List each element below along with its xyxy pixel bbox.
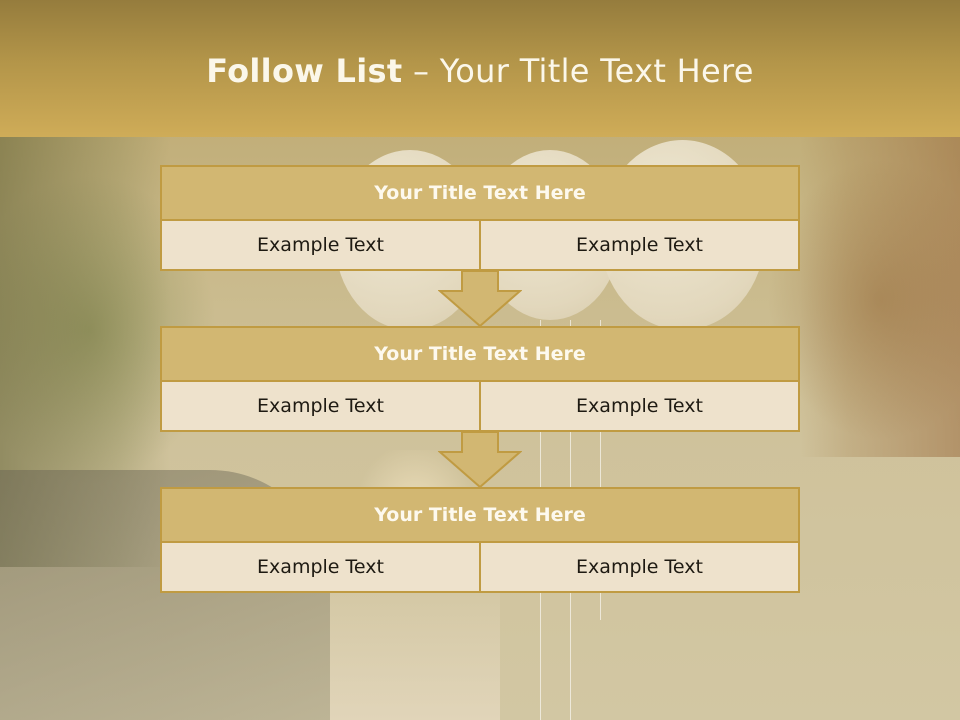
title-banner: Follow List – Your Title Text Here [0, 0, 960, 137]
down-arrow-icon [438, 432, 522, 488]
block-cell-right: Example Text [481, 543, 800, 593]
balloon-string [600, 320, 601, 620]
title-bold: Follow List [206, 52, 403, 90]
block-cell-left: Example Text [160, 382, 481, 432]
block-cell-right: Example Text [481, 221, 800, 271]
background-house [800, 137, 960, 457]
title-rest: – Your Title Text Here [412, 52, 754, 90]
block-title: Your Title Text Here [160, 165, 800, 221]
block-title: Your Title Text Here [160, 326, 800, 382]
block-cell-right: Example Text [481, 382, 800, 432]
block-title: Your Title Text Here [160, 487, 800, 543]
down-arrow-icon [438, 271, 522, 327]
follow-block-1: Your Title Text Here Example Text Exampl… [160, 165, 800, 271]
block-cell-left: Example Text [160, 543, 481, 593]
follow-block-3: Your Title Text Here Example Text Exampl… [160, 487, 800, 593]
block-cell-left: Example Text [160, 221, 481, 271]
follow-block-2: Your Title Text Here Example Text Exampl… [160, 326, 800, 432]
page-title: Follow List – Your Title Text Here [0, 52, 960, 90]
